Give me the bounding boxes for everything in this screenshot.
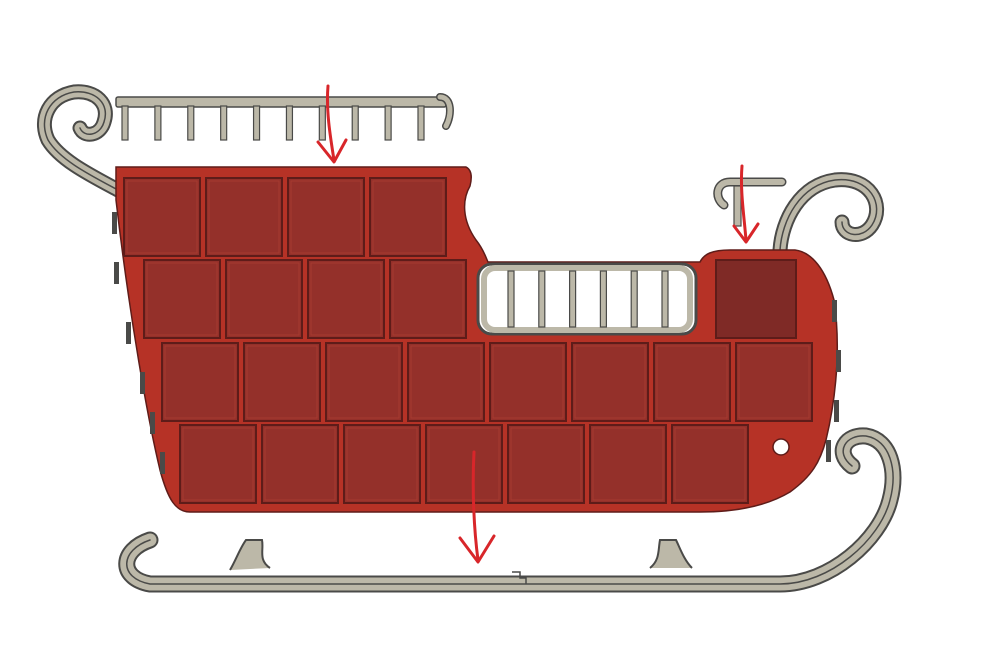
runner-icon [118, 427, 902, 593]
rail-bar [351, 105, 359, 141]
sleigh-tile [161, 342, 239, 422]
rail-bar [318, 105, 326, 141]
tile-inset [126, 180, 198, 254]
rail-bar [252, 105, 261, 141]
tile-inset [246, 345, 318, 419]
sleigh-tile [425, 424, 503, 504]
sleigh-tile [671, 424, 749, 504]
sleigh-tile [571, 342, 649, 422]
tile-inset [228, 262, 300, 336]
rail-bar [154, 105, 162, 141]
rail-bar [599, 270, 608, 328]
tile-inset [410, 345, 482, 419]
rear-scroll-icon [772, 172, 885, 258]
side-clip [112, 212, 117, 234]
side-clip [160, 452, 165, 474]
tile-inset [328, 345, 400, 419]
tile-inset [346, 427, 418, 501]
down-arrow-icon [732, 164, 760, 244]
tile-inset [656, 345, 728, 419]
sleigh-body [112, 166, 841, 513]
sleigh-tile [407, 342, 485, 422]
tile-inset [182, 427, 254, 501]
sleigh-tile [123, 177, 201, 257]
annotation-arrows [316, 84, 760, 564]
sleigh-tile [653, 342, 731, 422]
rail-bar [661, 270, 669, 328]
tile-inset [164, 345, 236, 419]
front-scroll-icon [37, 84, 126, 198]
side-clip [834, 400, 839, 422]
sleigh-tile [179, 424, 257, 504]
small-rail [713, 177, 787, 227]
tile-inset [492, 345, 564, 419]
sleigh-tile [205, 177, 283, 257]
rail-bar [384, 105, 392, 141]
down-arrow-icon [316, 84, 348, 164]
rail-bar [220, 105, 228, 141]
rail-bar [417, 105, 425, 141]
rear-tile [715, 259, 797, 339]
tile-inset [264, 427, 336, 501]
rail-bar [538, 270, 546, 328]
tile-inset [428, 427, 500, 501]
sleigh-tile [225, 259, 303, 339]
tile-inset [510, 427, 582, 501]
side-clip [832, 300, 837, 322]
tile-inset [208, 180, 280, 254]
tile-inset [592, 427, 664, 501]
sleigh-tile [325, 342, 403, 422]
sleigh-tile [489, 342, 567, 422]
side-clip [140, 372, 145, 394]
tile-inset [574, 345, 646, 419]
tile-inset [738, 345, 810, 419]
sleigh-tile [307, 259, 385, 339]
sleigh-tile [243, 342, 321, 422]
rail-bar [630, 270, 638, 328]
rail-bar [507, 270, 515, 328]
sleigh-tile [261, 424, 339, 504]
tile-inset [146, 262, 218, 336]
tile-inset [372, 180, 444, 254]
tile-inset [310, 262, 382, 336]
sleigh-tile [287, 177, 365, 257]
sleigh-tile [507, 424, 585, 504]
side-clip [826, 440, 831, 462]
rail-bar [187, 105, 195, 141]
sleigh-tile [343, 424, 421, 504]
rail-bar [568, 270, 577, 328]
tile-inset [392, 262, 464, 336]
down-arrow-icon [458, 450, 496, 564]
side-clip [126, 322, 131, 344]
side-clip [114, 262, 119, 284]
side-clip [836, 350, 841, 372]
rail-bar [285, 105, 294, 141]
tile-inset [674, 427, 746, 501]
sleigh-tile [589, 424, 667, 504]
sleigh-tile [735, 342, 813, 422]
top-rail [115, 93, 454, 141]
rail-bar [121, 105, 129, 141]
sleigh-tile [389, 259, 467, 339]
side-clip [150, 412, 155, 434]
tile-inset [290, 180, 362, 254]
sleigh-tile [369, 177, 447, 257]
sleigh-tile [143, 259, 221, 339]
